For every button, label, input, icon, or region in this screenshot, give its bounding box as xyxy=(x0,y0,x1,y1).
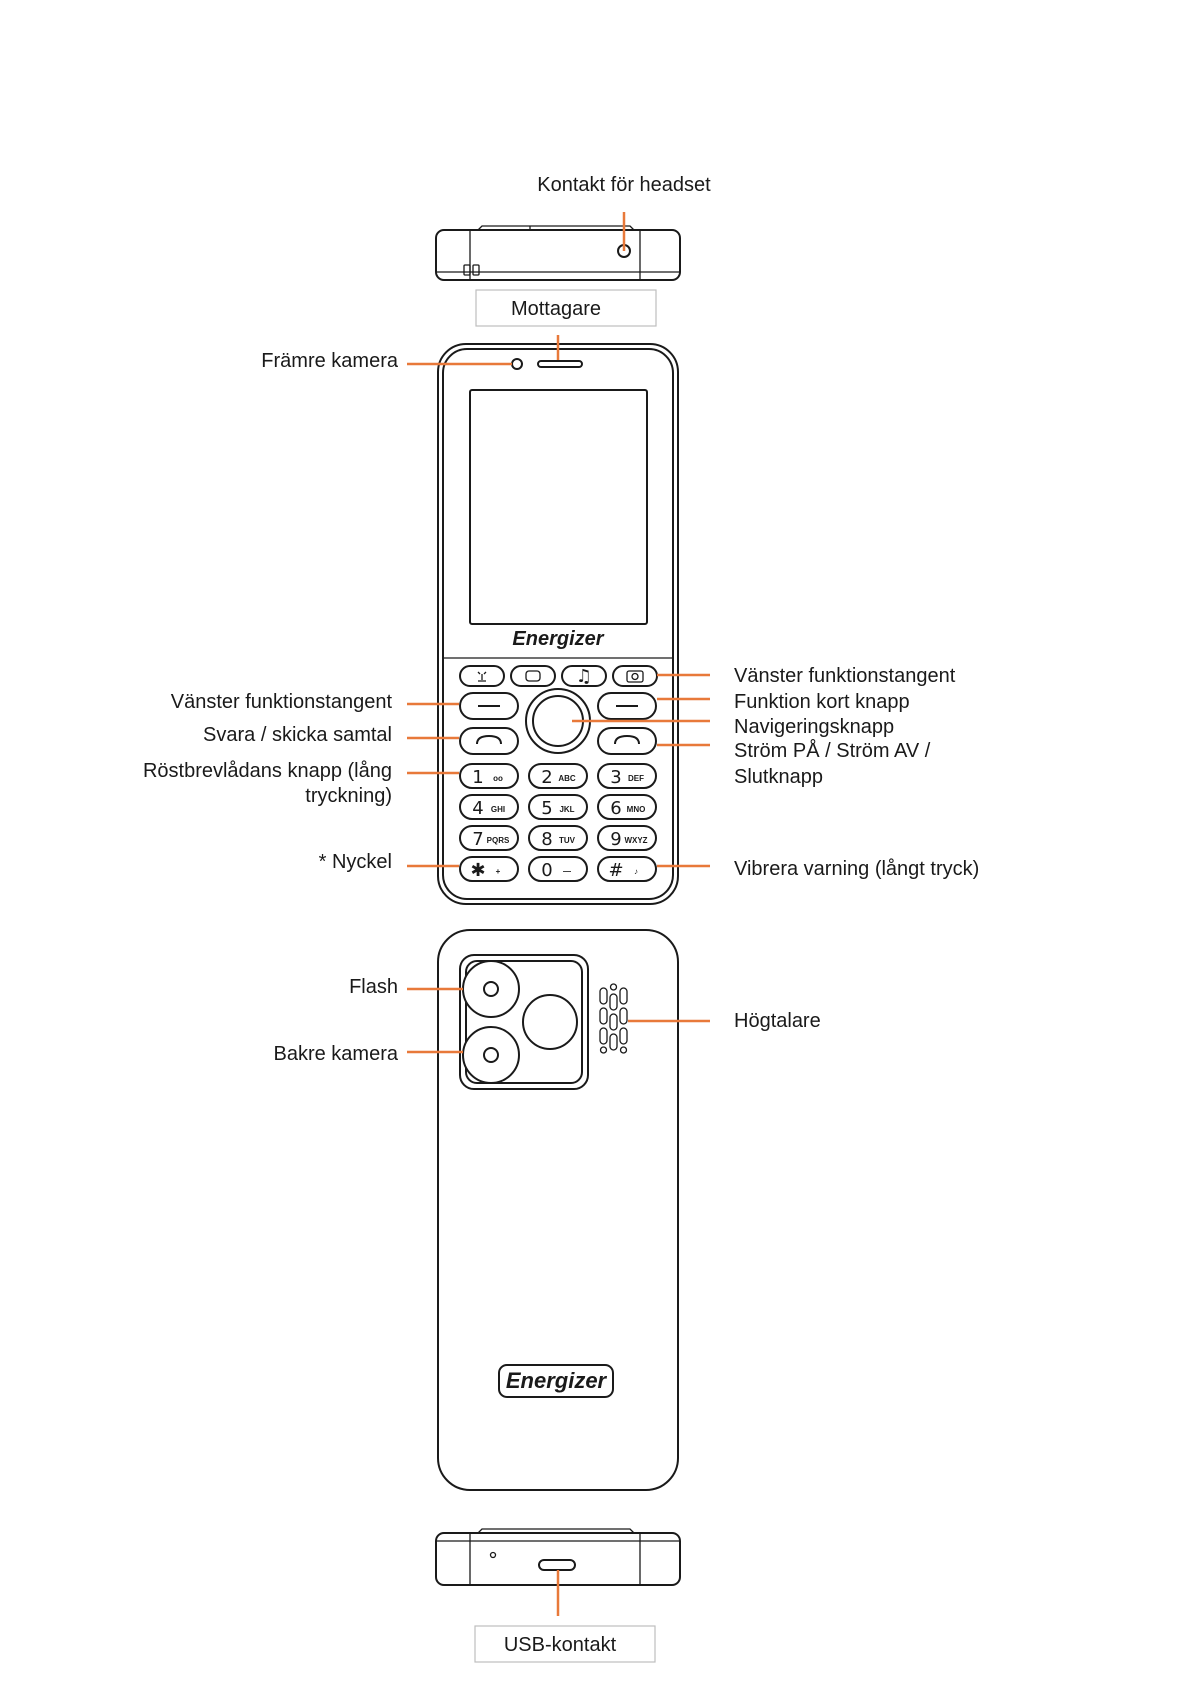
keypad-key-sub: — xyxy=(563,867,571,876)
front-camera-lens xyxy=(511,358,523,370)
call-key[interactable] xyxy=(459,727,519,755)
front-brand-logo: Energizer xyxy=(512,628,604,650)
label-answer-send: Svara / skicka samtal xyxy=(203,724,392,746)
keypad-key-sub: JKL xyxy=(559,805,574,814)
keypad-key-outline xyxy=(528,763,588,789)
keypad-key-outline xyxy=(459,763,519,789)
keypad-key-outline xyxy=(528,794,588,820)
keypad-key-sub: oo xyxy=(493,774,503,783)
keypad-key-sub: + xyxy=(496,867,501,876)
phone-bottom-view xyxy=(435,1528,681,1586)
keypad-key-5[interactable]: 5 JKL xyxy=(528,794,588,820)
label-flash: Flash xyxy=(349,976,398,998)
callout-labels: Kontakt för headset Mottagare Främre kam… xyxy=(143,174,979,1663)
label-voicemail-line2: tryckning) xyxy=(305,785,392,807)
keypad-key-sub: ABC xyxy=(558,774,576,783)
display-screen xyxy=(469,389,648,625)
keypad-key-1[interactable]: 1 oo xyxy=(459,763,519,789)
back-brand-logo: Energizer xyxy=(506,1368,608,1393)
keypad-key-12[interactable]: #♪ xyxy=(597,856,657,882)
label-power-line1: Ström PÅ / Ström AV / xyxy=(734,739,931,762)
keypad-key-main: # xyxy=(608,860,623,881)
label-rear-camera: Bakre kamera xyxy=(274,1043,399,1065)
keypad-key-outline xyxy=(597,763,657,789)
keypad-key-sub: ♪ xyxy=(634,867,638,876)
keypad-key-sub: MNO xyxy=(627,805,646,814)
keypad-key-sub: PQRS xyxy=(487,836,510,845)
keypad-key-3[interactable]: 3 DEF xyxy=(597,763,657,789)
keypad-key-sub: DEF xyxy=(628,774,644,783)
keypad-key-outline xyxy=(597,856,657,882)
keypad-key-main: 5 xyxy=(541,798,552,819)
keypad-key-main: 8 xyxy=(541,829,552,850)
keypad-key-outline xyxy=(459,856,519,882)
label-left-function-left: Vänster funktionstangent xyxy=(171,691,393,713)
keypad-key-main: 0 xyxy=(541,860,552,881)
phone-back-view: Energizer xyxy=(437,929,679,1491)
keypad-key-8[interactable]: 8 TUV xyxy=(528,825,588,851)
keypad-key-sub: WXYZ xyxy=(624,836,647,845)
label-vibrate: Vibrera varning (långt tryck) xyxy=(734,858,979,880)
keypad-key-10[interactable]: ✱+ xyxy=(459,856,519,882)
keypad-key-2[interactable]: 2 ABC xyxy=(528,763,588,789)
label-speaker: Högtalare xyxy=(734,1010,821,1032)
keypad-key-4[interactable]: 4 GHI xyxy=(459,794,519,820)
keypad-key-outline xyxy=(597,825,657,851)
label-left-function-right: Vänster funktionstangent xyxy=(734,665,956,687)
receiver-slot xyxy=(537,360,583,368)
keypad-key-sub: TUV xyxy=(559,836,576,845)
keypad-key-main: 4 xyxy=(472,798,483,819)
keypad-key-7[interactable]: 7 PQRS xyxy=(459,825,519,851)
rear-camera-lens xyxy=(483,1047,499,1063)
keypad-key-main: 2 xyxy=(541,767,552,788)
keypad-key-main: 7 xyxy=(472,829,483,850)
keypad-key-outline xyxy=(459,825,519,851)
keypad-key-outline xyxy=(528,856,588,882)
end-key[interactable] xyxy=(597,727,657,755)
label-usb: USB-kontakt xyxy=(504,1634,617,1656)
svg-text:♫: ♫ xyxy=(576,666,592,687)
keypad-key-outline xyxy=(597,794,657,820)
keypad-key-6[interactable]: 6 MNO xyxy=(597,794,657,820)
leader-lines xyxy=(407,212,710,1616)
keypad-key-11[interactable]: 0— xyxy=(528,856,588,882)
phone-front-view: Energizer ♫ 1 oo 2 ABC 3 DEF 4 GHI 5 JKL 6 MNO 7 PQRS… xyxy=(437,343,679,905)
keypad-key-outline xyxy=(528,825,588,851)
keypad-key-outline xyxy=(459,794,519,820)
keypad-key-main: ✱ xyxy=(470,860,485,881)
flash-icon xyxy=(483,981,499,997)
label-navigation: Navigeringsknapp xyxy=(734,716,894,738)
keypad-key-sub: GHI xyxy=(491,805,505,814)
phone-top-view xyxy=(435,225,681,281)
label-power-line2: Slutknapp xyxy=(734,766,823,788)
keypad-key-main: 9 xyxy=(610,829,621,850)
label-front-camera: Främre kamera xyxy=(261,350,399,372)
label-function-short: Funktion kort knapp xyxy=(734,691,910,713)
keypad-key-main: 1 xyxy=(472,767,483,788)
label-headset: Kontakt för headset xyxy=(537,174,711,196)
label-voicemail-line1: Röstbrevlådans knapp (lång xyxy=(143,760,392,782)
keypad-key-main: 3 xyxy=(610,767,621,788)
label-star-key: * Nyckel xyxy=(319,851,392,873)
usb-port xyxy=(538,1559,576,1571)
keypad-key-main: 6 xyxy=(610,798,621,819)
label-receiver: Mottagare xyxy=(511,298,601,320)
secondary-lens xyxy=(522,994,578,1050)
speaker-grille xyxy=(599,983,628,1054)
